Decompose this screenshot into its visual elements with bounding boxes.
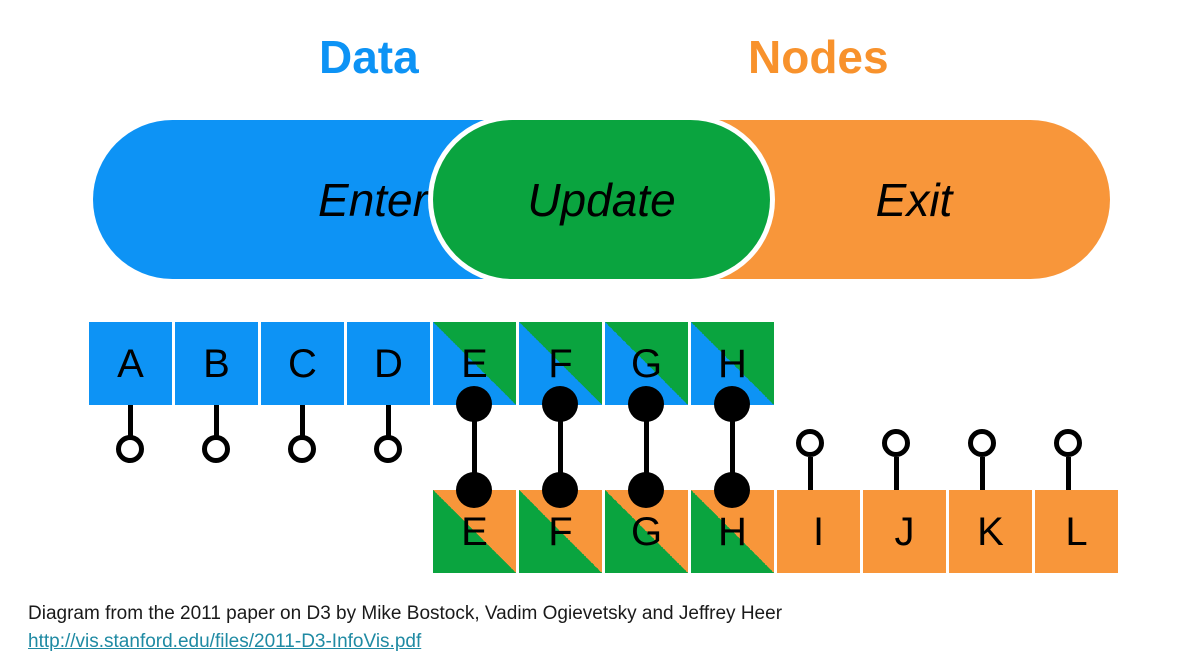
segment-exit: Exit (718, 120, 1110, 279)
node-square-h-label: H (718, 509, 747, 554)
stem-join-h (730, 404, 735, 490)
data-square-b-label: B (203, 341, 230, 386)
node-square-j: J (863, 490, 946, 573)
caption-link[interactable]: http://vis.stanford.edu/files/2011-D3-In… (28, 630, 422, 652)
ring-node-k (968, 429, 996, 457)
stem-join-e (472, 404, 477, 490)
data-square-e-label: E (461, 341, 488, 386)
dot-data-f (542, 386, 578, 422)
ring-node-i (796, 429, 824, 457)
node-square-l: L (1035, 490, 1118, 573)
ring-node-l (1054, 429, 1082, 457)
data-square-c-label: C (288, 341, 317, 386)
header-nodes: Nodes (748, 31, 889, 83)
data-square-a-label: A (117, 341, 144, 386)
data-square-b: B (175, 322, 258, 405)
data-square-g: G (605, 322, 688, 405)
stem-data-b (214, 405, 219, 437)
data-square-g-label: G (630, 341, 663, 386)
node-square-e-label: E (461, 509, 488, 554)
dot-node-f (542, 472, 578, 508)
segment-exit-label: Exit (875, 173, 953, 226)
data-square-h-label: H (718, 341, 747, 386)
dot-node-g (628, 472, 664, 508)
stem-data-a (128, 405, 133, 437)
ring-data-b (202, 435, 230, 463)
data-square-c: C (261, 322, 344, 405)
node-square-j-label: J (894, 509, 915, 554)
header-data: Data (319, 31, 419, 83)
node-square-k-label: K (977, 509, 1004, 554)
node-square-i: I (777, 490, 860, 573)
stem-node-k (980, 457, 985, 490)
node-square-l-label: L (1065, 509, 1088, 554)
lifecycle-bar: Enter Exit Update (93, 120, 1110, 279)
segment-update: Update (433, 120, 770, 279)
dot-node-h (714, 472, 750, 508)
node-square-g-label: G (630, 509, 663, 554)
stem-data-d (386, 405, 391, 437)
node-square-i-label: I (812, 509, 825, 554)
data-square-a: A (89, 322, 172, 405)
ring-data-c (288, 435, 316, 463)
segment-update-label: Update (527, 173, 676, 226)
data-square-d-label: D (374, 341, 403, 386)
data-square-d: D (347, 322, 430, 405)
data-square-h: H (691, 322, 774, 405)
stem-join-g (644, 404, 649, 490)
ring-data-d (374, 435, 402, 463)
ring-node-j (882, 429, 910, 457)
dot-data-e (456, 386, 492, 422)
node-square-f-label: F (548, 509, 573, 554)
stem-node-j (894, 457, 899, 490)
dot-data-h (714, 386, 750, 422)
dot-node-e (456, 472, 492, 508)
ring-data-a (116, 435, 144, 463)
stem-node-i (808, 457, 813, 490)
caption-text: Diagram from the 2011 paper on D3 by Mik… (28, 603, 783, 624)
node-square-k: K (949, 490, 1032, 573)
data-square-f-label: F (548, 341, 573, 386)
caption: Diagram from the 2011 paper on D3 by Mik… (28, 600, 782, 655)
stem-node-l (1066, 457, 1071, 490)
segment-enter-label: Enter (318, 173, 428, 226)
stem-data-c (300, 405, 305, 437)
stem-join-f (558, 404, 563, 490)
dot-data-g (628, 386, 664, 422)
